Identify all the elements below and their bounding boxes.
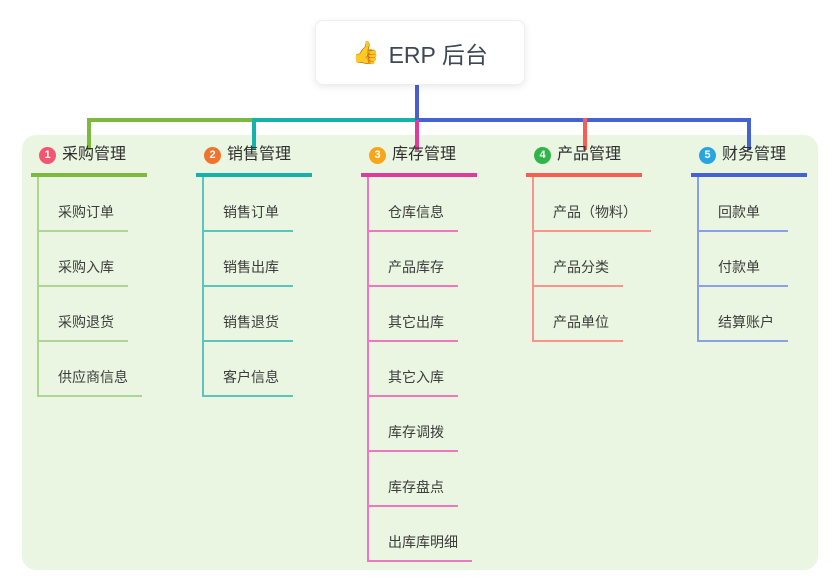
leaf-node: 客户信息 xyxy=(196,342,346,397)
leaf-node-label[interactable]: 采购退货 xyxy=(37,312,128,342)
branch-label: 产品管理 xyxy=(557,146,622,163)
leaf-node: 其它出库 xyxy=(361,287,511,342)
connector-bus-sales xyxy=(253,118,415,122)
connector-drop-purchase xyxy=(87,118,91,150)
leaf-node-label[interactable]: 库存调拨 xyxy=(367,422,458,452)
leaf-node-label[interactable]: 产品分类 xyxy=(532,257,623,287)
leaf-node: 销售出库 xyxy=(196,232,346,287)
badge-4: 4 xyxy=(534,146,551,164)
leaf-node-label[interactable]: 库存盘点 xyxy=(367,477,458,507)
branch-node-finance[interactable]: 5 财务管理 xyxy=(691,144,807,177)
branch-items: 仓库信息 产品库存 其它出库 其它入库 库存调拨 库存盘点 出库库明细 xyxy=(361,177,511,562)
branch-node-sales[interactable]: 2 销售管理 xyxy=(196,144,312,177)
root-node-erp[interactable]: 👍 ERP 后台 xyxy=(315,20,525,85)
branch-node-purchase[interactable]: 1 采购管理 xyxy=(31,144,147,177)
branch-items: 采购订单 采购入库 采购退货 供应商信息 xyxy=(31,177,181,397)
connector-drop-sales xyxy=(252,118,256,150)
leaf-node: 产品（物料） xyxy=(526,177,676,232)
leaf-node-label[interactable]: 销售订单 xyxy=(202,202,293,232)
leaf-node: 产品分类 xyxy=(526,232,676,287)
leaf-node: 采购退货 xyxy=(31,287,181,342)
leaf-node: 产品库存 xyxy=(361,232,511,287)
connector-drop-finance xyxy=(747,118,751,150)
branch-inventory: 3 库存管理 仓库信息 产品库存 其它出库 其它入库 库存调拨 库存盘点 出库库… xyxy=(361,144,511,562)
branch-label: 采购管理 xyxy=(62,146,127,163)
connector-drop-product xyxy=(583,118,587,150)
leaf-node-label[interactable]: 其它出库 xyxy=(367,312,458,342)
leaf-node-label[interactable]: 回款单 xyxy=(697,202,788,232)
leaf-node-label[interactable]: 销售出库 xyxy=(202,257,293,287)
branch-label: 销售管理 xyxy=(227,146,292,163)
branch-stem xyxy=(37,177,39,397)
root-node-label: ERP 后台 xyxy=(388,41,488,68)
connector-bus-purchase xyxy=(87,118,253,122)
branch-stem xyxy=(202,177,204,397)
leaf-node-label[interactable]: 采购订单 xyxy=(37,202,128,232)
branch-label: 库存管理 xyxy=(392,146,457,163)
branch-finance: 5 财务管理 回款单 付款单 结算账户 xyxy=(691,144,839,342)
leaf-node: 供应商信息 xyxy=(31,342,181,397)
leaf-node: 销售订单 xyxy=(196,177,346,232)
connector-root-stem xyxy=(415,83,419,122)
leaf-node: 产品单位 xyxy=(526,287,676,342)
leaf-node-label[interactable]: 产品（物料） xyxy=(532,202,651,232)
badge-2: 2 xyxy=(204,146,221,164)
badge-5: 5 xyxy=(699,146,716,164)
leaf-node-label[interactable]: 仓库信息 xyxy=(367,202,458,232)
leaf-node: 仓库信息 xyxy=(361,177,511,232)
leaf-node-label[interactable]: 客户信息 xyxy=(202,367,293,397)
leaf-node-label[interactable]: 供应商信息 xyxy=(37,367,142,397)
leaf-node: 销售退货 xyxy=(196,287,346,342)
branch-sales: 2 销售管理 销售订单 销售出库 销售退货 客户信息 xyxy=(196,144,346,397)
leaf-node-label[interactable]: 付款单 xyxy=(697,257,788,287)
leaf-node: 出库库明细 xyxy=(361,507,511,562)
branch-items: 产品（物料） 产品分类 产品单位 xyxy=(526,177,676,342)
leaf-node: 其它入库 xyxy=(361,342,511,397)
leaf-node-label[interactable]: 出库库明细 xyxy=(367,532,472,562)
leaf-node: 库存盘点 xyxy=(361,452,511,507)
leaf-node: 库存调拨 xyxy=(361,397,511,452)
leaf-node: 结算账户 xyxy=(691,287,839,342)
branch-items: 销售订单 销售出库 销售退货 客户信息 xyxy=(196,177,346,397)
leaf-node-label[interactable]: 产品单位 xyxy=(532,312,623,342)
leaf-node-label[interactable]: 结算账户 xyxy=(697,312,788,342)
leaf-node: 采购入库 xyxy=(31,232,181,287)
leaf-node-label[interactable]: 采购入库 xyxy=(37,257,128,287)
leaf-node: 回款单 xyxy=(691,177,839,232)
leaf-node-label[interactable]: 其它入库 xyxy=(367,367,458,397)
badge-1: 1 xyxy=(39,146,56,164)
branch-purchase: 1 采购管理 采购订单 采购入库 采购退货 供应商信息 xyxy=(31,144,181,397)
branch-stem xyxy=(532,177,534,342)
connector-drop-inventory xyxy=(415,120,419,150)
badge-3: 3 xyxy=(369,146,386,164)
branch-label: 财务管理 xyxy=(722,146,787,163)
leaf-node-label[interactable]: 产品库存 xyxy=(367,257,458,287)
branch-product: 4 产品管理 产品（物料） 产品分类 产品单位 xyxy=(526,144,676,342)
branch-items: 回款单 付款单 结算账户 xyxy=(691,177,839,342)
branches-panel xyxy=(22,135,818,570)
branch-node-product[interactable]: 4 产品管理 xyxy=(526,144,642,177)
branch-stem xyxy=(697,177,699,342)
leaf-node: 付款单 xyxy=(691,232,839,287)
thumbs-up-icon: 👍 xyxy=(352,39,380,65)
branch-node-inventory[interactable]: 3 库存管理 xyxy=(361,144,477,177)
leaf-node-label[interactable]: 销售退货 xyxy=(202,312,293,342)
branch-stem xyxy=(367,177,369,562)
leaf-node: 采购订单 xyxy=(31,177,181,232)
